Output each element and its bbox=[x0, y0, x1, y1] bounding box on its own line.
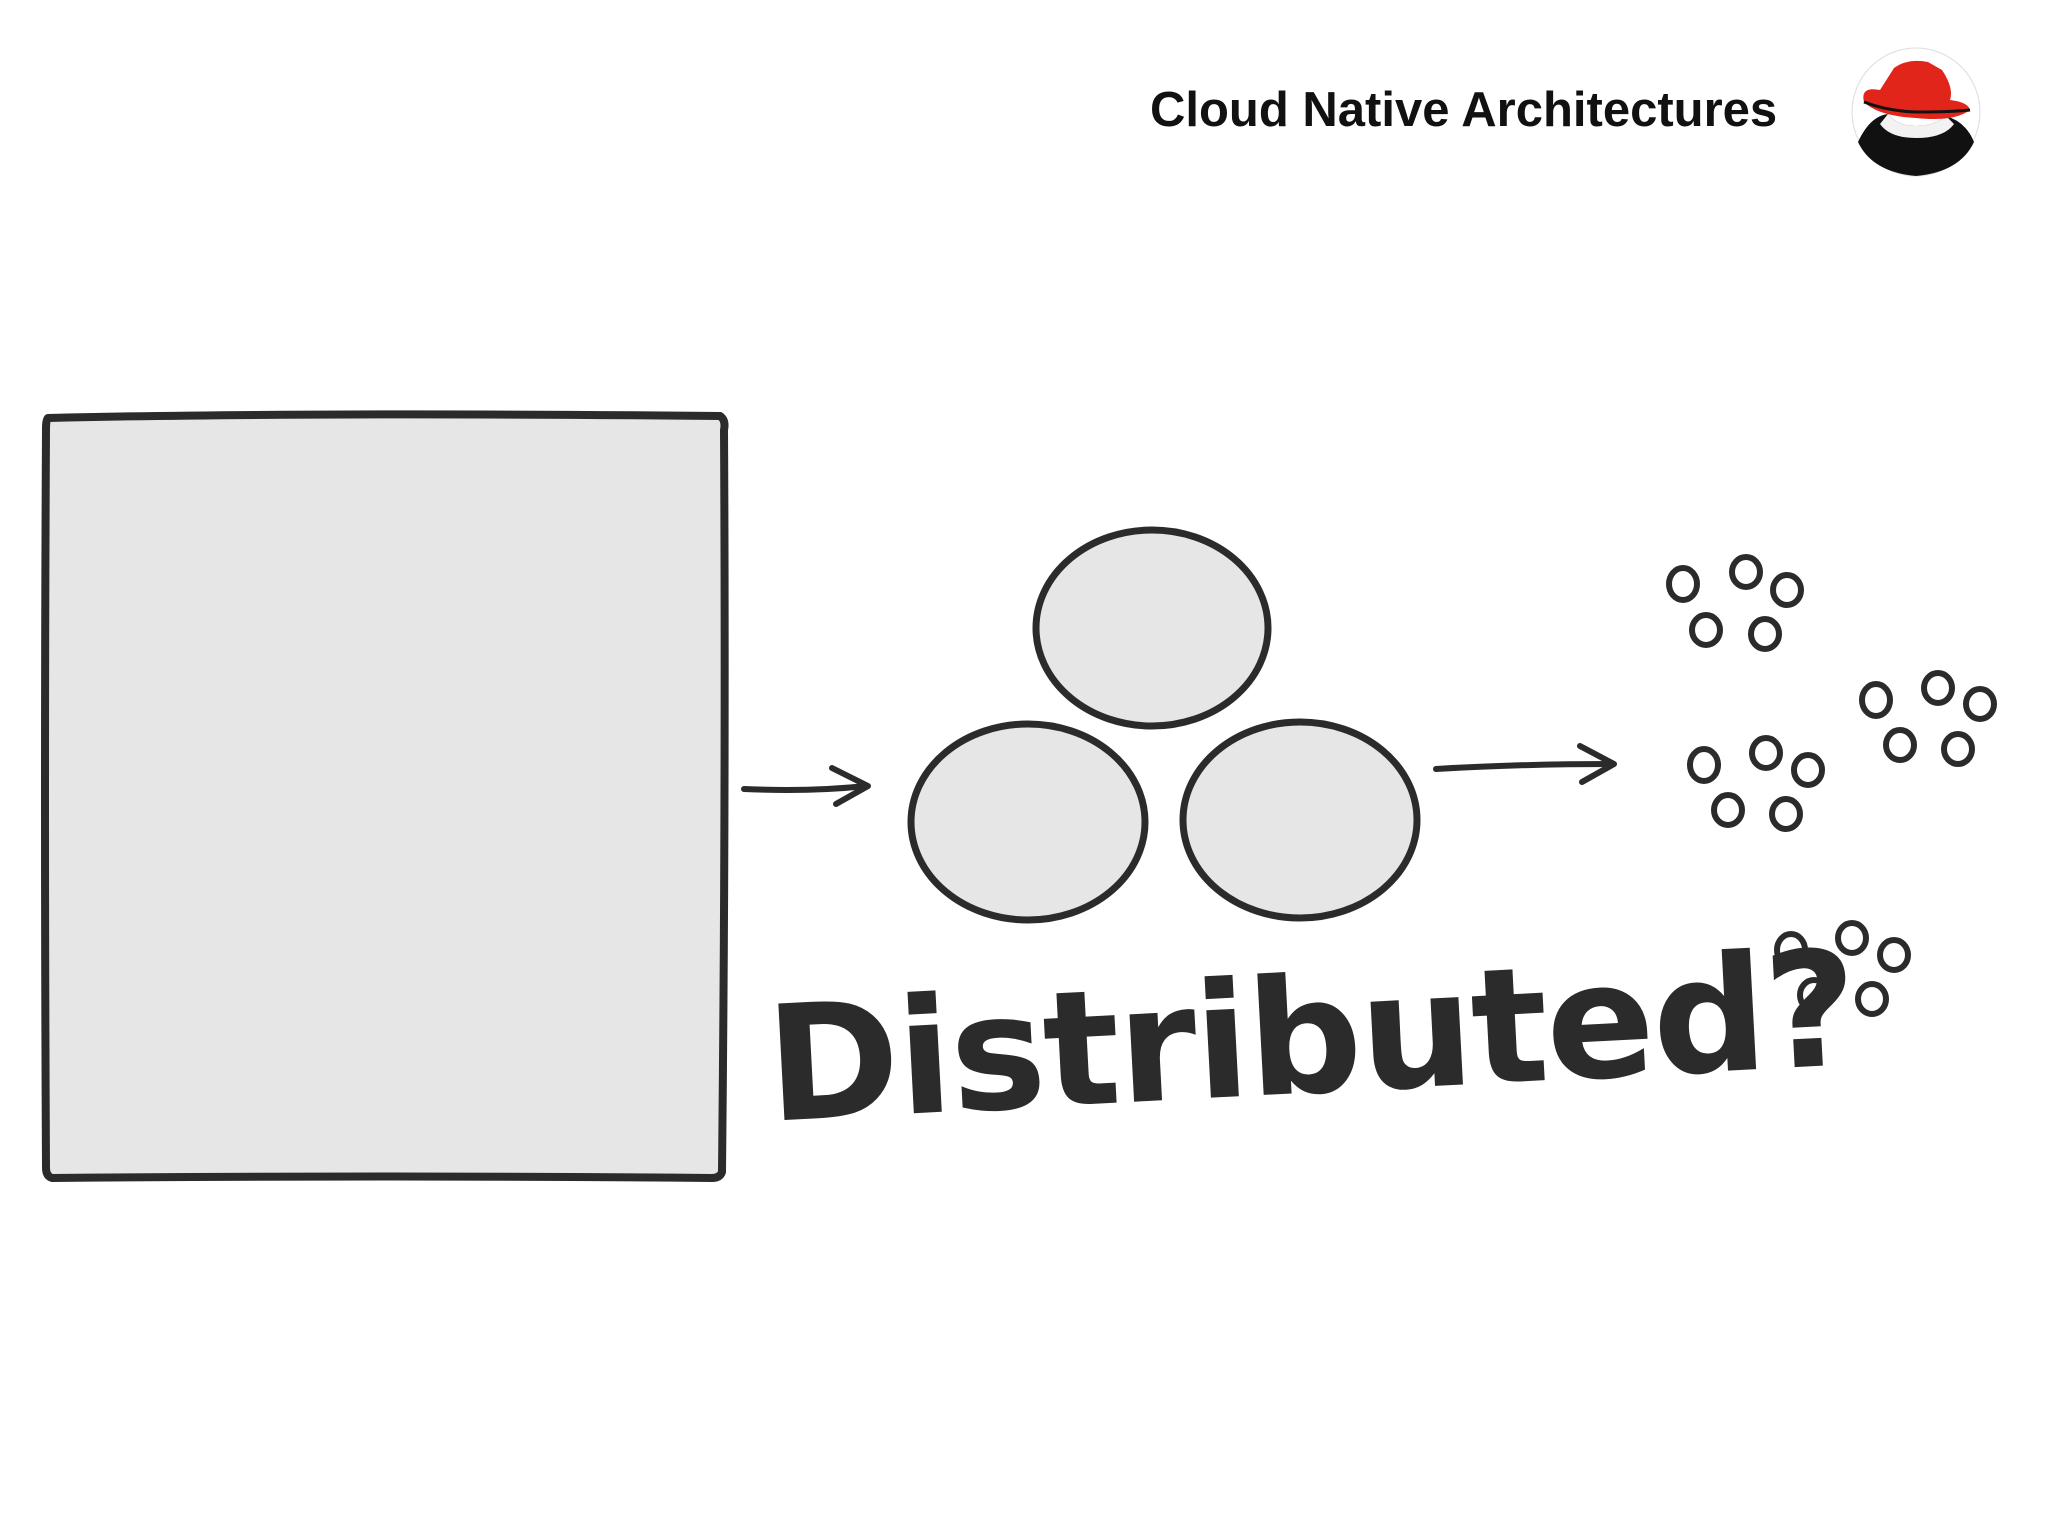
microservice-cluster-1 bbox=[1666, 554, 1804, 652]
service-node-right bbox=[1179, 718, 1421, 922]
microservice-cluster-3 bbox=[1687, 735, 1825, 832]
service-node-left bbox=[907, 720, 1149, 924]
page-title: Cloud Native Architectures bbox=[1150, 83, 1778, 137]
red-hat-logo-icon bbox=[1851, 47, 1981, 177]
arrow-monolith-to-services bbox=[741, 783, 869, 793]
microservice-cluster-4 bbox=[1774, 920, 1911, 1017]
monolith-box bbox=[41, 410, 729, 1182]
arrow-services-to-microservices bbox=[1433, 761, 1615, 772]
service-node-top bbox=[1032, 526, 1272, 730]
microservice-cluster-2 bbox=[1859, 670, 1997, 767]
